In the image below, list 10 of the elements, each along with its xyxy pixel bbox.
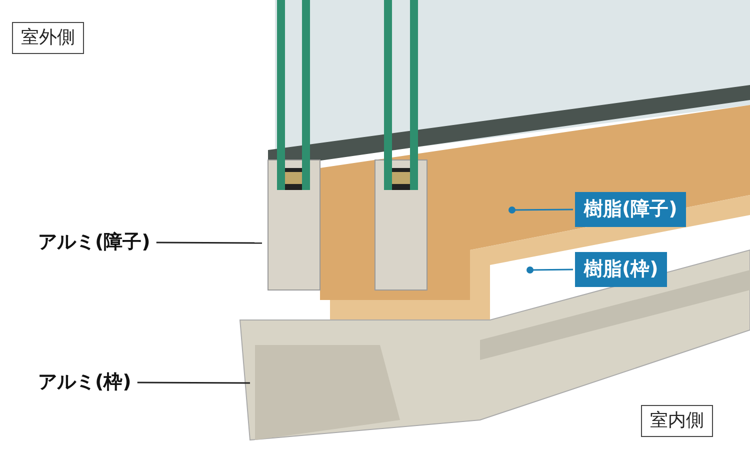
part-label: アルミ(障子) [38, 233, 150, 252]
part-label: 樹脂(枠) [575, 252, 668, 287]
leader-line [156, 242, 262, 244]
part-label: アルミ(枠) [38, 373, 132, 392]
side-label: 室内側 [641, 405, 713, 437]
side-label: 室外側 [12, 22, 84, 54]
leader-line [137, 382, 250, 384]
leader-line [526, 266, 573, 274]
leader-line [508, 206, 573, 214]
part-label: 樹脂(障子) [575, 192, 686, 227]
